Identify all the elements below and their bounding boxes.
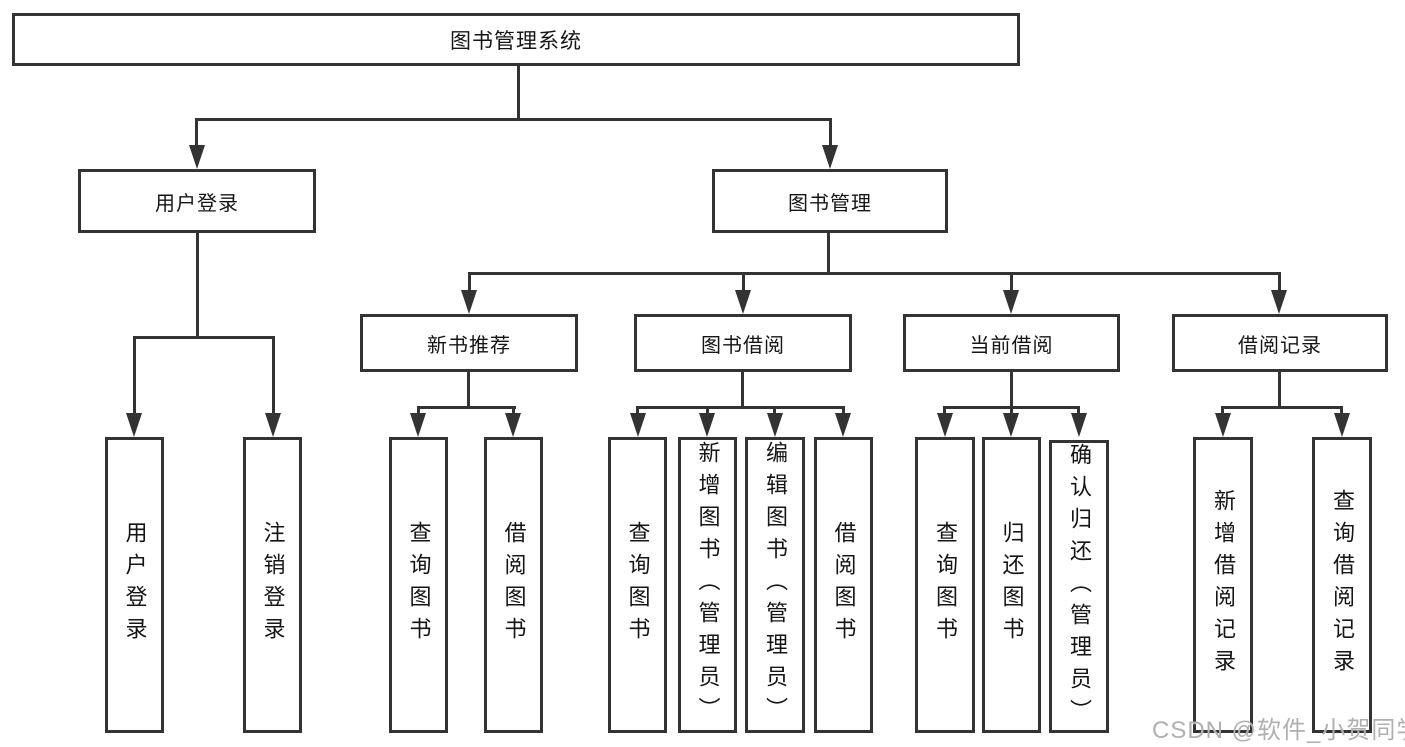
node-leaf-borrow-books-1: 借阅图书 [484,437,543,733]
node-label: 查询图书 [625,521,651,649]
arrow-down-icon [265,413,281,437]
node-user-login: 用户登录 [78,169,316,233]
node-library-system: 图书管理系统 [12,13,1020,66]
connector-line [706,406,709,416]
connector-line [467,372,470,406]
connector-line [636,406,639,416]
arrow-down-icon [699,413,715,437]
arrow-down-icon [767,413,783,437]
node-book-management: 图书管理 [712,169,948,233]
node-label: 查询图书 [933,521,958,649]
node-label: 图书管理系统 [450,29,582,53]
arrow-down-icon [505,413,521,437]
node-leaf-edit-book-admin: 编辑图书（管理员） [745,437,805,733]
arrow-down-icon [126,413,142,437]
arrow-down-icon [1003,290,1019,314]
arrow-down-icon [630,413,646,437]
connector-line [943,406,946,416]
node-label: 新增借阅记录 [1211,489,1236,681]
connector-line [1278,272,1281,292]
node-label: 查询借阅记录 [1330,489,1355,681]
arrow-down-icon [410,413,426,437]
node-label: 借阅图书 [501,521,527,649]
connector-line [517,66,520,118]
watermark: CSDN @软件_小贺同学 [1152,717,1405,744]
connector-line [842,406,845,416]
arrow-down-icon [735,290,751,314]
connector-line [1010,372,1013,406]
node-label: 归还图书 [999,521,1025,649]
node-current-borrow: 当前借阅 [903,314,1120,372]
node-label: 新书推荐 [427,334,511,357]
connector-line [133,336,136,414]
connector-line [829,118,832,148]
connector-line [1221,406,1343,409]
connector-line [1077,406,1080,416]
arrow-down-icon [1071,413,1087,437]
connector-line [272,336,275,414]
arrow-down-icon [835,413,851,437]
node-leaf-query-borrow-record: 查询借阅记录 [1312,437,1372,733]
connector-line [773,406,776,416]
arrow-down-icon [1215,413,1231,437]
arrow-down-icon [189,145,205,169]
node-leaf-user-login: 用户登录 [105,437,164,733]
connector-line [195,118,198,148]
arrow-down-icon [937,413,953,437]
node-leaf-borrow-books-2: 借阅图书 [814,437,873,733]
connector-line [827,233,830,272]
node-leaf-query-books-1: 查询图书 [389,437,448,733]
connector-line [1278,372,1281,406]
node-new-book-recommend: 新书推荐 [360,314,578,372]
node-label: 新增图书（管理员） [695,441,721,729]
connector-line [196,233,199,336]
arrow-down-icon [1334,413,1350,437]
connector-line [468,272,471,292]
arrow-down-icon [1003,413,1019,437]
connector-line [1221,406,1224,416]
node-label: 注销登录 [260,521,286,649]
node-label: 用户登录 [155,192,239,215]
connector-line [133,336,275,339]
connector-line [195,118,832,121]
connector-line [417,406,516,409]
node-leaf-logout: 注销登录 [243,437,302,733]
arrow-down-icon [822,145,838,169]
connector-line [1340,406,1343,416]
connector-line [512,406,515,416]
node-label: 用户登录 [122,521,148,649]
connector-line [742,272,745,292]
node-leaf-query-books-2: 查询图书 [608,437,667,733]
node-label: 查询图书 [406,521,432,649]
node-leaf-add-book-admin: 新增图书（管理员） [678,437,737,733]
node-leaf-query-books-3: 查询图书 [915,437,975,733]
arrow-down-icon [461,290,477,314]
node-label: 当前借阅 [969,334,1054,357]
node-book-borrow: 图书借阅 [634,314,852,372]
connector-line [741,372,744,406]
connector-line [417,406,420,416]
node-borrow-records: 借阅记录 [1172,314,1388,372]
node-leaf-add-borrow-record: 新增借阅记录 [1193,437,1253,733]
node-label: 图书管理 [788,192,872,215]
arrow-down-icon [1271,290,1287,314]
node-label: 借阅记录 [1238,334,1322,357]
node-label: 编辑图书（管理员） [763,441,788,729]
connector-line [1010,406,1013,416]
connector-line [468,272,1281,275]
connector-line [636,406,845,409]
connector-line [1010,272,1013,292]
node-label: 确认归还（管理员） [1067,442,1092,731]
node-leaf-return-book: 归还图书 [982,437,1041,733]
node-leaf-confirm-return-admin: 确认归还（管理员） [1049,440,1109,733]
node-label: 图书借阅 [701,334,785,357]
node-label: 借阅图书 [831,521,857,649]
